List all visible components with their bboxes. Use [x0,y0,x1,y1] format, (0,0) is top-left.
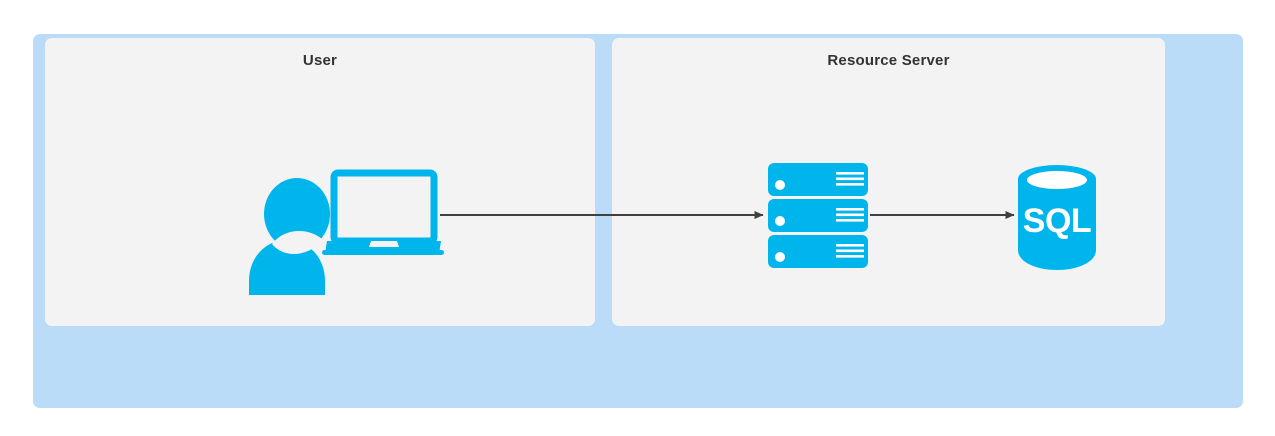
user-with-laptop-icon[interactable] [249,169,444,295]
server-unit-2 [768,199,868,232]
server-stack-icon[interactable] [768,163,868,268]
sql-database-label: SQL [1023,202,1091,240]
panel-user-title: User [302,52,338,69]
panel-resource-server-title: Resource Server [827,52,950,69]
server-unit-3 [768,235,868,268]
sql-database-icon[interactable]: SQL [1018,165,1096,270]
server-unit-1 [768,163,868,196]
